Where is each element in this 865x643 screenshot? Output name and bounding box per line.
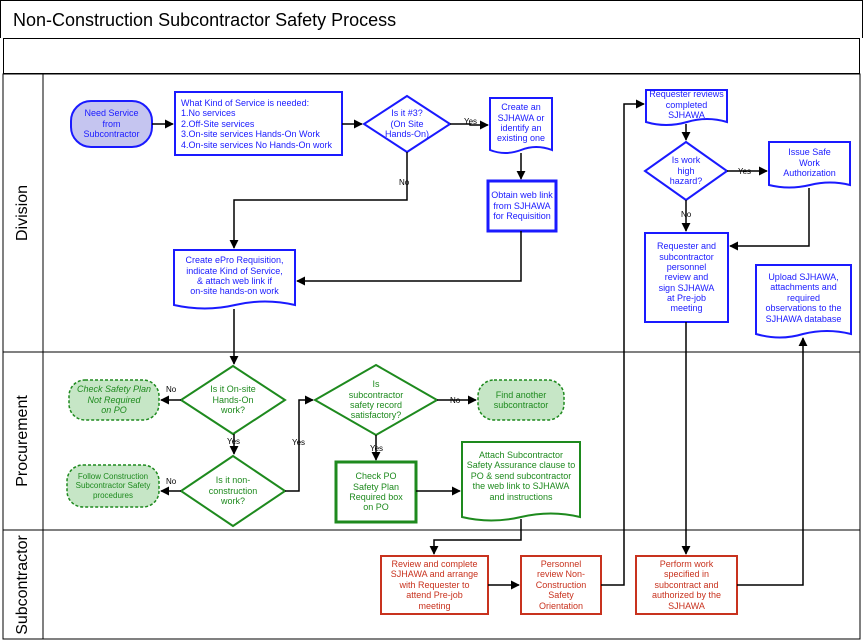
connector — [601, 99, 645, 586]
follow-construction-terminator — [66, 464, 160, 508]
is-onsite-diamond — [179, 364, 287, 436]
issue-safe-work-document — [768, 141, 851, 189]
create-epro-document — [173, 249, 296, 310]
connector — [429, 519, 522, 555]
high-hazard-diamond — [643, 140, 729, 202]
connector — [737, 337, 808, 586]
label-no-hazard: No — [681, 210, 692, 219]
requester-reviews-document — [645, 89, 728, 126]
review-complete-box — [380, 555, 489, 615]
label-yes-onsite: Yes — [227, 437, 241, 446]
lane-frame — [2, 73, 861, 640]
connector — [229, 152, 408, 249]
label-no-record: No — [450, 396, 461, 405]
check-po-plan-box — [334, 460, 418, 524]
page-title: Non-Construction Subcontractor Safety Pr… — [13, 10, 397, 30]
is-nonconstruction-diamond — [179, 454, 287, 528]
kind-of-service-box — [174, 91, 343, 156]
label-no-onsite: No — [166, 385, 177, 394]
lane-label-division: Division — [14, 184, 32, 242]
upload-sjhawa-document — [755, 264, 852, 339]
label-yes-record: Yes — [370, 444, 384, 453]
find-another-terminator — [477, 379, 565, 421]
personnel-review-box — [520, 555, 602, 615]
label-yes-hazard: Yes — [738, 167, 752, 176]
title-bar: Non-Construction Subcontractor Safety Pr… — [0, 0, 863, 38]
label-no-nonconstruction: No — [166, 477, 177, 486]
lane-label-subcontractor: Subcontractor — [14, 534, 32, 635]
connector — [729, 188, 810, 251]
label-yes-is-it-3: Yes — [464, 117, 478, 126]
is-record-diamond — [312, 363, 440, 437]
perform-work-box — [635, 555, 738, 615]
need-service-terminator — [70, 100, 153, 148]
label-yes-nonconstruction: Yes — [292, 438, 306, 447]
connector — [285, 395, 314, 492]
obtain-link-box — [486, 179, 558, 233]
blank-header-row — [3, 38, 860, 74]
attach-clause-document — [461, 441, 581, 522]
is-it-3-diamond — [362, 94, 452, 154]
create-sjhawa-document — [489, 97, 553, 154]
check-plan-not-terminator — [68, 379, 160, 421]
lane-label-procurement: Procurement — [14, 395, 31, 487]
requester-sign-box — [644, 232, 729, 323]
label-no-is-it-3: No — [399, 178, 410, 187]
connector — [450, 120, 489, 130]
connector — [296, 231, 522, 286]
